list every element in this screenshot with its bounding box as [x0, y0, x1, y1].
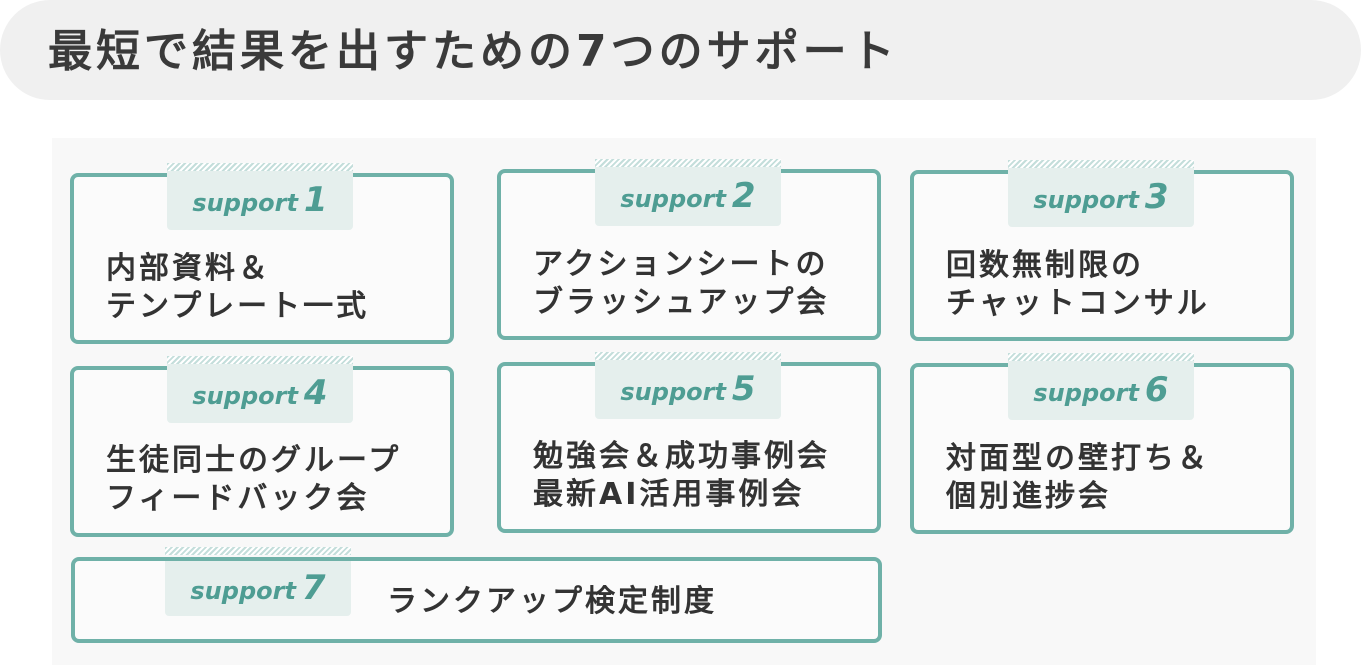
support-text-1: 内部資料＆ テンプレート一式: [106, 250, 369, 326]
support-line2: テンプレート一式: [106, 289, 370, 324]
support-line1: 勉強会＆成功事例会: [533, 439, 830, 474]
support-text-2: アクションシートの ブラッシュアップ会: [533, 246, 829, 322]
badge-stripe-4: [167, 356, 353, 364]
page-title: 最短で結果を出すための7つのサポート: [48, 26, 899, 77]
support-line2: チャットコンサル: [946, 286, 1210, 321]
support-line1: 対面型の壁打ち＆: [946, 441, 1210, 476]
support-label: support: [192, 189, 298, 217]
support-card-6: [910, 363, 1294, 534]
support-label: support: [620, 378, 726, 406]
support-number: 4: [303, 373, 328, 413]
support-label: support: [1033, 186, 1139, 214]
support-line1: アクションシートの: [533, 247, 829, 282]
support-number: 3: [1144, 177, 1169, 217]
support-label: support: [192, 382, 298, 410]
badge-stripe-6: [1008, 353, 1194, 361]
support-line1: 内部資料＆: [106, 251, 271, 286]
support-line1: 生徒同士のグループ: [106, 443, 402, 478]
support-line1: 回数無制限の: [946, 248, 1144, 283]
support-number: 5: [731, 369, 756, 409]
support-text-7: ランクアップ検定制度: [387, 583, 717, 621]
badge-stripe-5: [595, 352, 781, 360]
support-text-4: 生徒同士のグループ フィードバック会: [106, 442, 401, 518]
support-number: 2: [731, 176, 756, 216]
support-number: 7: [301, 568, 326, 608]
badge-stripe-3: [1008, 160, 1194, 168]
support-label: support: [1033, 379, 1139, 407]
support-card-4: [70, 366, 454, 537]
support-text-3: 回数無制限の チャットコンサル: [946, 247, 1210, 323]
support-text-6: 対面型の壁打ち＆ 個別進捗会: [946, 440, 1210, 516]
support-line2: 最新AI活用事例会: [533, 477, 805, 512]
support-line1: ランクアップ検定制度: [387, 584, 717, 619]
support-text-5: 勉強会＆成功事例会 最新AI活用事例会: [533, 438, 830, 514]
support-number: 6: [1144, 370, 1169, 410]
support-line2: 個別進捗会: [946, 479, 1111, 514]
support-line2: ブラッシュアップ会: [533, 285, 830, 320]
support-number: 1: [303, 180, 328, 220]
support-line2: フィードバック会: [106, 481, 370, 516]
badge-stripe-7: [165, 547, 351, 555]
badge-stripe-2: [595, 159, 781, 167]
page-header: 最短で結果を出すための7つのサポート: [0, 0, 1361, 100]
support-label: support: [190, 577, 296, 605]
support-label: support: [620, 185, 726, 213]
badge-stripe-1: [167, 163, 353, 171]
